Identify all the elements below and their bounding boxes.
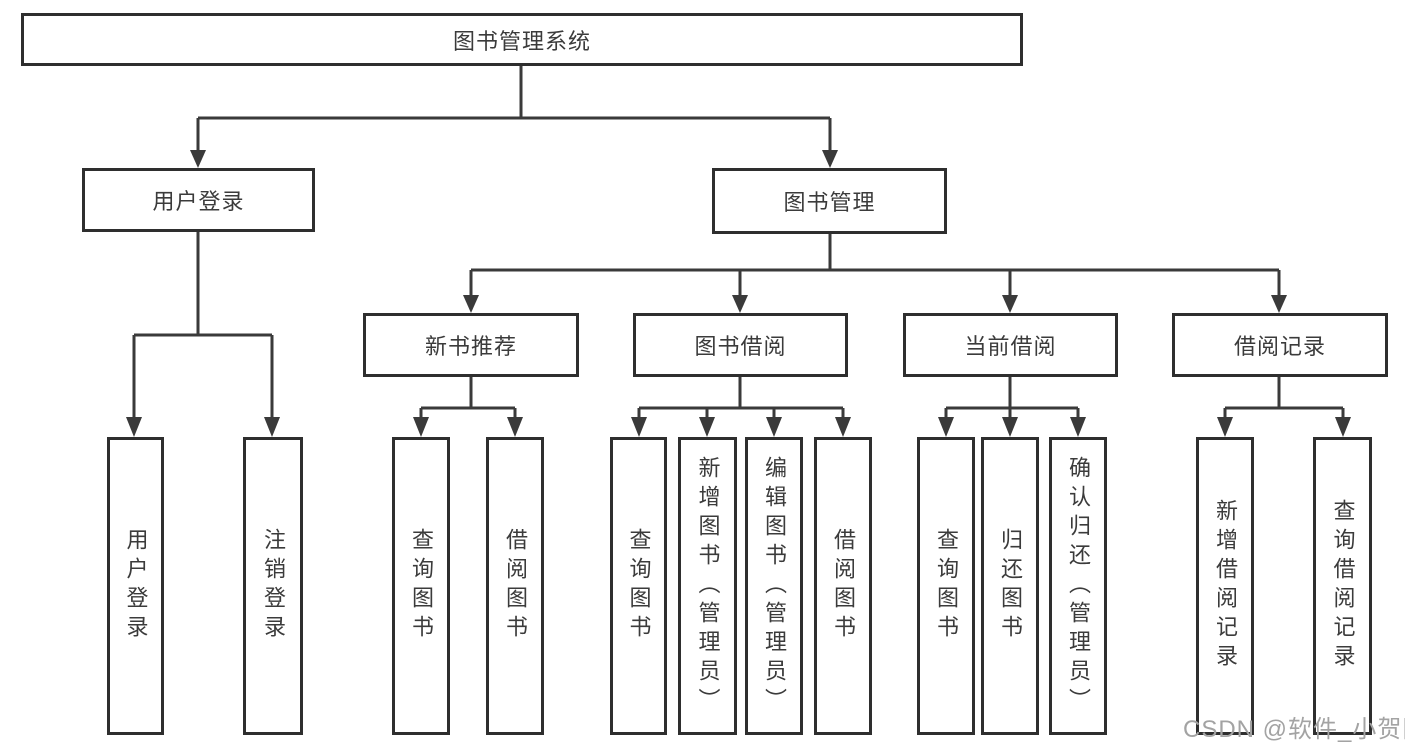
node-label: 用户登录 xyxy=(152,189,245,214)
arrowhead-down-icon xyxy=(938,417,954,437)
arrowhead-down-icon xyxy=(1271,295,1287,313)
arrowhead-down-icon xyxy=(507,417,523,437)
node-label: 借阅图书 xyxy=(831,528,856,644)
arrowhead-down-icon xyxy=(835,417,851,437)
node-user-login: 用户登录 xyxy=(82,168,315,232)
node-label: 当前借阅 xyxy=(964,334,1057,359)
arrowhead-down-icon xyxy=(413,417,429,437)
node-current-borrow: 当前借阅 xyxy=(903,313,1118,377)
node-label: 图书管理 xyxy=(783,190,876,215)
leaf-records-query-record: 查询借阅记录 xyxy=(1313,437,1372,735)
leaf-current-confirm-return-admin: 确认归还（管理员） xyxy=(1049,437,1107,735)
node-borrow-records: 借阅记录 xyxy=(1172,313,1388,377)
node-label: 借阅记录 xyxy=(1233,334,1326,359)
connector-root-to-level2 xyxy=(190,66,838,168)
leaf-current-query-books: 查询图书 xyxy=(917,437,975,735)
node-label: 注销登录 xyxy=(261,528,286,644)
node-label: 图书借阅 xyxy=(694,334,787,359)
arrowhead-down-icon xyxy=(631,417,647,437)
leaf-newbook-query-books: 查询图书 xyxy=(392,437,450,735)
node-label: 新增图书（管理员） xyxy=(695,455,721,717)
node-label: 归还图书 xyxy=(998,528,1023,644)
leaf-borrow-query-books: 查询图书 xyxy=(610,437,667,735)
node-label: 编辑图书（管理员） xyxy=(762,455,787,717)
node-label: 查询图书 xyxy=(934,528,959,644)
leaf-borrow-edit-books-admin: 编辑图书（管理员） xyxy=(745,437,803,735)
node-label: 查询图书 xyxy=(409,528,434,644)
connector-book-mgmt-to-level3 xyxy=(463,234,1287,313)
leaf-user-login: 用户登录 xyxy=(107,437,164,735)
connector-current-borrow-to-leaves xyxy=(938,377,1086,437)
node-book-management: 图书管理 xyxy=(712,168,947,234)
node-library-system: 图书管理系统 xyxy=(21,13,1023,66)
arrowhead-down-icon xyxy=(264,417,280,437)
arrowhead-down-icon xyxy=(1070,417,1086,437)
leaf-records-add-record: 新增借阅记录 xyxy=(1196,437,1254,735)
leaf-current-return-books: 归还图书 xyxy=(981,437,1039,735)
node-label: 查询借阅记录 xyxy=(1330,499,1356,673)
arrowhead-down-icon xyxy=(1335,417,1351,437)
arrowhead-down-icon xyxy=(126,417,142,437)
connector-book-borrow-to-leaves xyxy=(631,377,851,437)
arrowhead-down-icon xyxy=(463,295,479,313)
arrowhead-down-icon xyxy=(1217,417,1233,437)
leaf-newbook-borrow-books: 借阅图书 xyxy=(486,437,544,735)
node-label: 图书管理系统 xyxy=(452,28,591,54)
connector-new-book-to-leaves xyxy=(413,377,523,437)
leaf-logout: 注销登录 xyxy=(243,437,303,735)
node-new-book-recommend: 新书推荐 xyxy=(363,313,579,377)
node-label: 用户登录 xyxy=(123,528,149,644)
connector-borrow-records-to-leaves xyxy=(1217,377,1351,437)
arrowhead-down-icon xyxy=(699,417,715,437)
csdn-watermark: CSDN @软件_小贺同学 xyxy=(1183,716,1405,743)
arrowhead-down-icon xyxy=(190,150,206,168)
node-label: 新增借阅记录 xyxy=(1213,499,1238,673)
arrowhead-down-icon xyxy=(1002,417,1018,437)
connector-user-login-to-leaves xyxy=(126,232,280,437)
leaf-borrow-add-books-admin: 新增图书（管理员） xyxy=(678,437,737,735)
node-book-borrow: 图书借阅 xyxy=(633,313,848,377)
arrowhead-down-icon xyxy=(732,295,748,313)
arrowhead-down-icon xyxy=(1002,295,1018,313)
node-label: 确认归还（管理员） xyxy=(1066,455,1091,717)
leaf-borrow-borrow-books: 借阅图书 xyxy=(814,437,872,735)
node-label: 新书推荐 xyxy=(424,334,517,359)
arrowhead-down-icon xyxy=(766,417,782,437)
node-label: 借阅图书 xyxy=(503,528,528,644)
node-label: 查询图书 xyxy=(626,528,652,644)
arrowhead-down-icon xyxy=(822,150,838,168)
